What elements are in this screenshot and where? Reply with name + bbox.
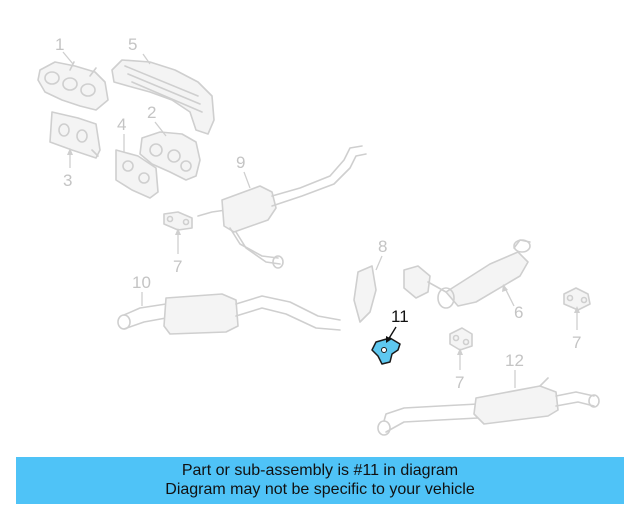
callout-10-label: 10 (132, 273, 151, 292)
callout-5-label: 5 (128, 35, 137, 54)
callout-7-right-label: 7 (572, 333, 581, 352)
callout-7-center: 7 (455, 348, 464, 392)
callout-7-left-label: 7 (173, 257, 182, 276)
callout-8-label: 8 (378, 237, 387, 256)
callout-9: 9 (236, 153, 251, 189)
callout-7-right: 7 (572, 306, 581, 352)
callout-8: 8 (375, 237, 387, 271)
banner-line-2: Diagram may not be specific to your vehi… (165, 481, 475, 498)
callout-12-label: 12 (505, 351, 524, 370)
part-10-muffler[interactable] (117, 293, 341, 335)
callout-2-label: 2 (147, 103, 156, 122)
part-1-exhaust-manifold[interactable] (37, 61, 109, 111)
part-3-gasket[interactable] (49, 111, 101, 159)
callout-7-left: 7 (173, 228, 182, 276)
callout-4: 4 (117, 115, 126, 152)
part-2-exhaust-manifold[interactable] (139, 131, 201, 181)
callout-3: 3 (63, 148, 73, 190)
callout-9-label: 9 (236, 153, 245, 172)
part-12-rear-muffler[interactable] (377, 377, 600, 436)
callout-11: 11 (386, 307, 409, 343)
callout-10: 10 (132, 273, 151, 306)
part-7-flange-center[interactable] (449, 327, 473, 351)
info-banner: Part or sub-assembly is #11 in diagram D… (16, 457, 624, 504)
callout-1: 1 (55, 35, 74, 65)
part-7-flange-left[interactable] (163, 211, 193, 231)
callout-7-center-label: 7 (455, 373, 464, 392)
callout-3-label: 3 (63, 171, 72, 190)
part-8-heat-shield[interactable] (353, 265, 377, 323)
callout-11-label: 11 (391, 307, 409, 326)
callout-5: 5 (128, 35, 151, 65)
part-5-heat-shield[interactable] (111, 59, 215, 135)
callout-12: 12 (505, 351, 524, 388)
part-4-gasket[interactable] (115, 149, 159, 199)
part-9-intermediate-pipe[interactable] (197, 145, 367, 269)
part-11-hanger-bracket[interactable] (371, 337, 401, 365)
banner-line-1: Part or sub-assembly is #11 in diagram (181, 462, 459, 479)
callout-4-label: 4 (117, 115, 126, 134)
exhaust-parts-diagram: 1 5 3 2 4 (37, 35, 600, 436)
callout-2: 2 (147, 103, 167, 137)
part-7-flange-right[interactable] (563, 287, 591, 311)
part-6-front-pipe[interactable] (403, 239, 531, 309)
callout-6: 6 (502, 284, 523, 322)
callout-1-label: 1 (55, 35, 64, 54)
callout-6-label: 6 (514, 303, 523, 322)
